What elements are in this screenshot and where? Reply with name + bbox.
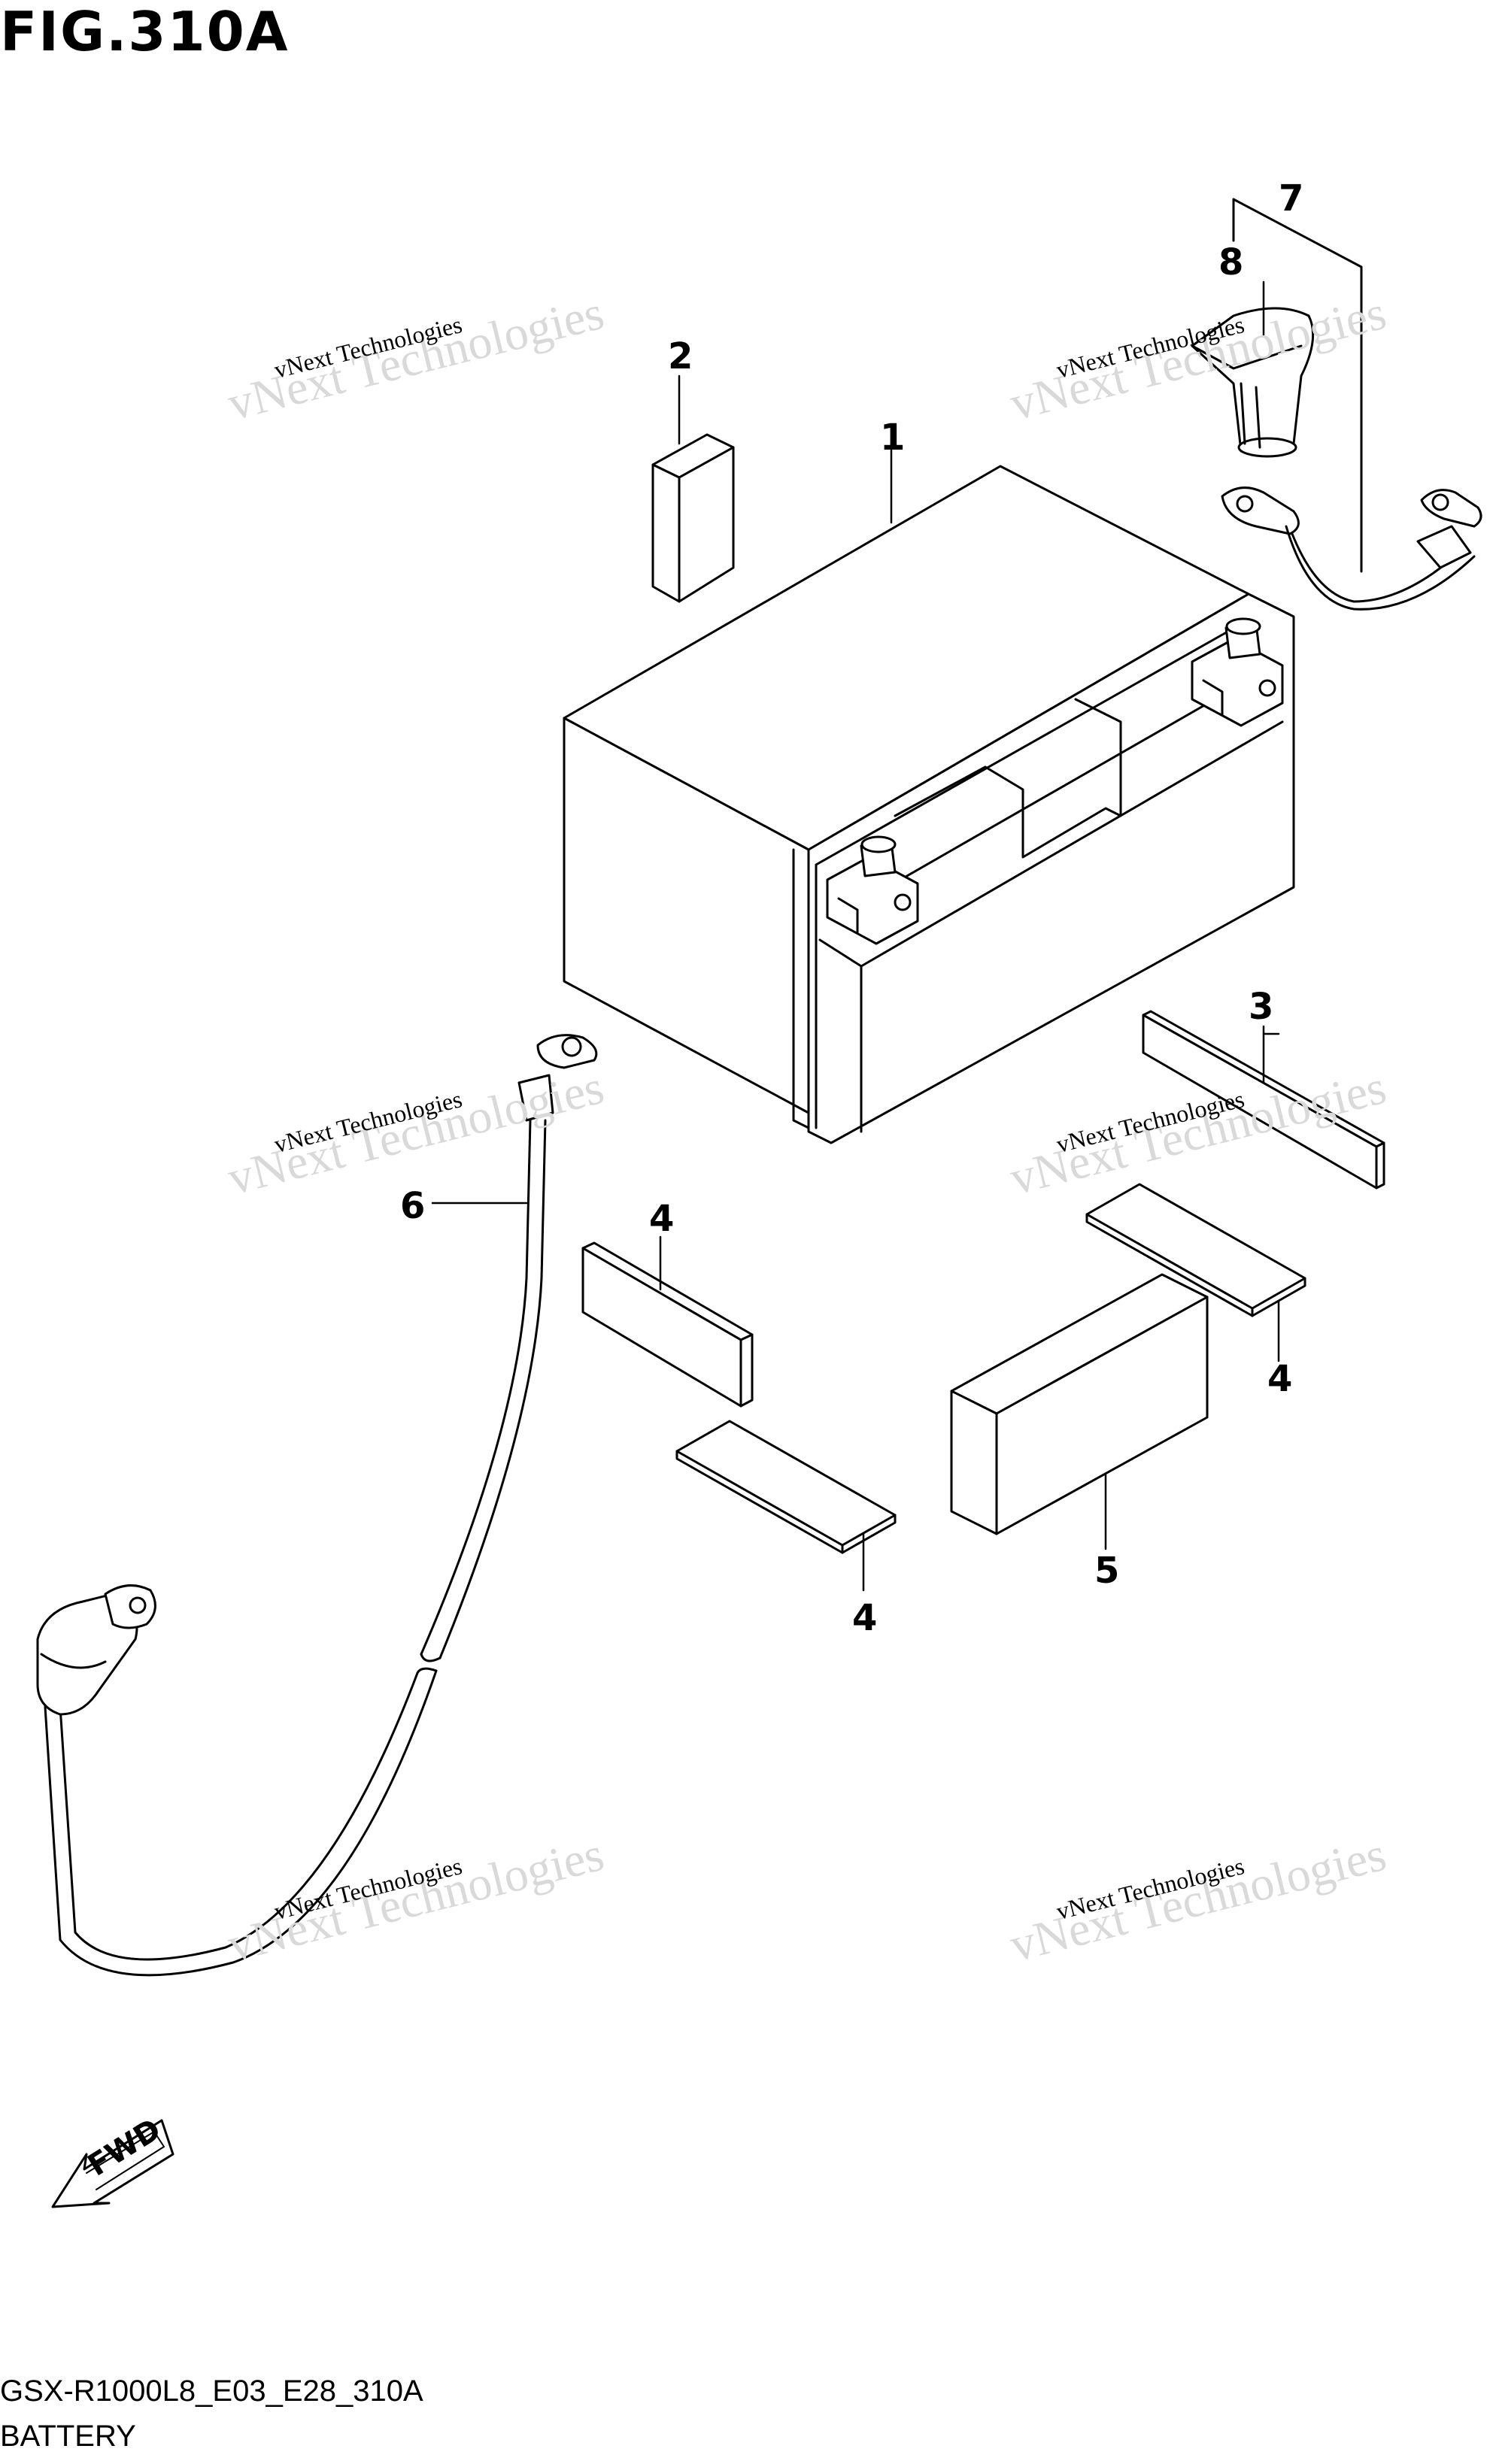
cushion-part-4-b[interactable] <box>675 1420 897 1554</box>
figure-code: GSX-R1000L8_E03_E28_310A <box>0 2375 423 2408</box>
callout-4-a: 4 <box>649 1198 674 1240</box>
callout-8: 8 <box>1218 241 1243 283</box>
callout-1: 1 <box>880 417 905 459</box>
figure-title: FIG.310A <box>0 0 290 63</box>
callout-5: 5 <box>1094 1550 1119 1592</box>
watermark-top-right: vNext Technologies vNext Technologies <box>1005 286 1391 431</box>
terminal-cover-part-8[interactable] <box>1191 307 1315 458</box>
cushion-part-4-a[interactable] <box>581 1241 754 1408</box>
bracket-part-7 <box>1232 198 1363 573</box>
pad-part-2[interactable] <box>651 433 735 603</box>
watermark-top-left: vNext Technologies vNext Technologies <box>223 286 609 431</box>
battery-rim <box>792 848 810 1129</box>
leader-lines <box>431 280 1280 1592</box>
battery-step-detail <box>894 698 1122 859</box>
figure-name: BATTERY <box>0 2420 136 2453</box>
battery-rim-inner <box>815 623 1243 1129</box>
battery-terminal-negative[interactable] <box>826 835 919 945</box>
callout-3: 3 <box>1249 986 1273 1028</box>
negative-cable-part-6[interactable] <box>36 1034 598 1977</box>
callout-7: 7 <box>1279 177 1303 220</box>
watermark-bottom-left: vNext Technologies vNext Technologies <box>223 1827 609 1972</box>
fwd-arrow-icon <box>51 2119 174 2208</box>
box-part-5[interactable] <box>950 1273 1209 1535</box>
callout-4-b: 4 <box>852 1597 877 1639</box>
positive-cable-part-7[interactable] <box>1221 486 1482 611</box>
callout-4-c: 4 <box>1267 1358 1292 1400</box>
callout-6: 6 <box>400 1185 425 1227</box>
battery-part-1[interactable] <box>563 465 1295 1144</box>
battery-terminal-positive[interactable] <box>1191 617 1284 727</box>
battery-front-face <box>807 593 1295 1144</box>
battery-lower-panel <box>818 720 1284 1133</box>
watermark-mid-left: vNext Technologies vNext Technologies <box>223 1060 609 1205</box>
callout-2: 2 <box>668 335 693 377</box>
watermark-bottom-right: vNext Technologies vNext Technologies <box>1005 1827 1391 1972</box>
cushion-part-4-c[interactable] <box>1085 1183 1306 1317</box>
